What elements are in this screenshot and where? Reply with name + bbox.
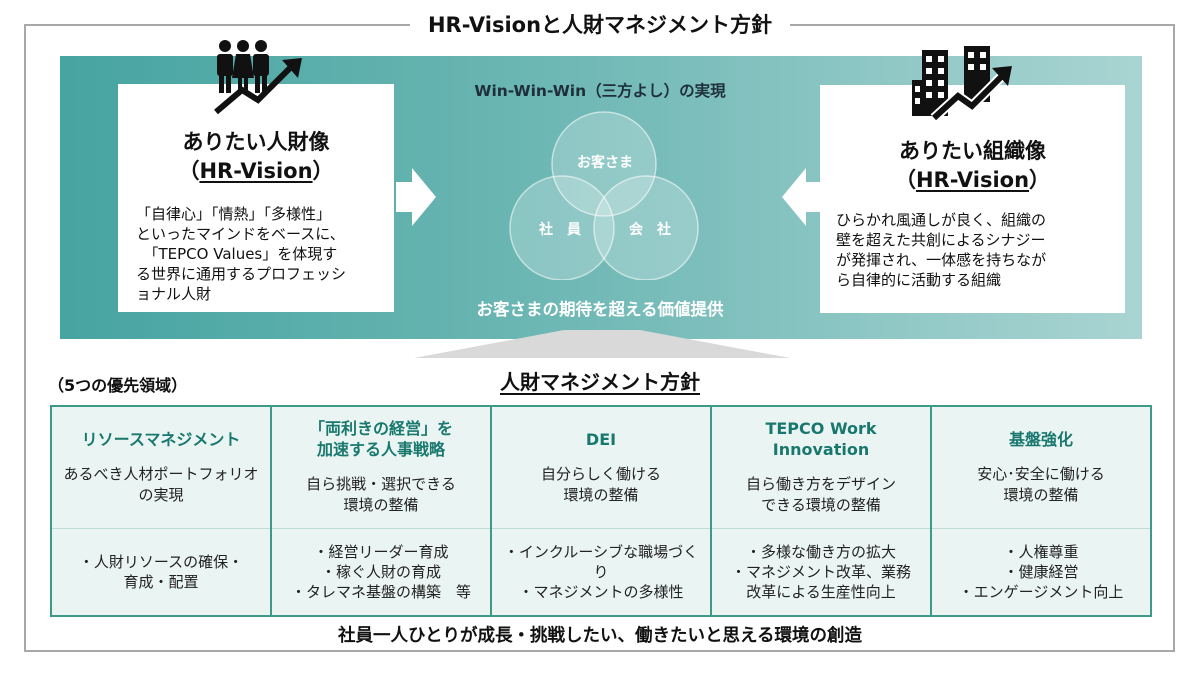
column-goal: 安心･安全に働ける 環境の整備 — [977, 464, 1105, 504]
page-title: HR-Visionと人財マネジメント方針 — [409, 10, 791, 40]
ideal-people-card: ありたい人財像 （HR-Vision） 「自律心」「情熱」「多様性」 といったマ… — [118, 84, 394, 312]
desc-line: ら自律的に活動する組織 — [836, 271, 1002, 289]
column-goal: 自分らしく働ける 環境の整備 — [540, 464, 661, 504]
footer-statement: 社員一人ひとりが成長・挑戦したい、働きたいと思える環境の創造 — [338, 626, 862, 646]
desc-line: が発揮され、一体感を持ちなが — [836, 251, 1047, 269]
column-goal: 自ら働き方をデザイン できる環境の整備 — [745, 475, 896, 515]
column-foundation: 基盤強化 安心･安全に働ける 環境の整備 — [930, 405, 1152, 529]
column-actions-text: ・人権尊重 ・健康経営 ・エンゲージメント向上 — [958, 542, 1124, 601]
ideal-organization-description: ひらかれ風通しが良く、組織の 壁を超えた共創によるシナジー が発揮され、一体感を… — [836, 210, 1121, 290]
ideal-people-subtitle: （HR-Vision） — [118, 157, 394, 186]
venn-label-company: 会 社 — [629, 221, 671, 238]
venn-label-customer: お客さま — [577, 154, 633, 171]
page-title-wrap: HR-Visionと人財マネジメント方針 — [0, 10, 1200, 40]
hr-vision-label: HR-Vision — [915, 168, 1030, 192]
ideal-organization-card: ありたい組織像 （HR-Vision） ひらかれ風通しが良く、組織の 壁を超えた… — [820, 85, 1125, 313]
arrow-right-icon — [396, 168, 436, 226]
ideal-organization-title: ありたい組織像 — [899, 139, 1046, 163]
people-growth-icon — [214, 40, 302, 115]
column-title: リソースマネジメント — [81, 429, 241, 449]
value-provision-text: お客さまの期待を超える価値提供 — [476, 300, 724, 319]
column-title: TEPCO Work Innovation — [765, 419, 877, 460]
column-actions: ・人財リソースの確保・ 育成・配置 — [50, 527, 272, 617]
venn-label-employee: 社 員 — [538, 221, 581, 238]
desc-line: ひらかれ風通しが良く、組織の — [836, 211, 1047, 229]
actions-row: ・人財リソースの確保・ 育成・配置 ・経営リーダー育成 ・稼ぐ人財の育成 ・タレ… — [50, 527, 1152, 617]
desc-line: 壁を超えた共創によるシナジー — [836, 231, 1046, 249]
venn-circle-company — [593, 175, 699, 280]
column-actions-text: ・多様な働き方の拡大 ・マネジメント改革、業務 改革による生産性向上 — [730, 542, 911, 601]
desc-line: 「TEPCO Values」を体現す — [136, 245, 338, 263]
paren-close: ） — [1029, 168, 1051, 192]
column-title: DEI — [585, 429, 617, 449]
ideal-organization-subtitle: （HR-Vision） — [820, 166, 1125, 195]
venn-diagram: お客さま 社 員 会 社 — [509, 111, 699, 280]
ideal-people-description: 「自律心」「情熱」「多様性」 といったマインドをベースに、 「TEPCO Val… — [136, 204, 386, 304]
column-work-innovation: TEPCO Work Innovation 自ら働き方をデザイン できる環境の整… — [710, 405, 932, 529]
column-title: 「両利きの経営」を 加速する人事戦略 — [308, 419, 453, 460]
paren-open: （ — [178, 159, 200, 183]
win-win-win-title: Win-Win-Win（三方よし）の実現 — [474, 82, 726, 100]
desc-line: ョナル人財 — [136, 285, 212, 303]
column-goal: あるべき人材ポートフォリオ の実現 — [63, 464, 259, 504]
connector-shape — [414, 330, 790, 358]
arrow-left-icon — [782, 168, 822, 226]
priority-areas-label: （5つの優先領域） — [48, 376, 188, 395]
policy-title: 人財マネジメント方針 — [500, 370, 700, 394]
column-actions: ・経営リーダー育成 ・稼ぐ人財の育成 ・タレマネ基盤の構築 等 — [270, 527, 492, 617]
paren-open: （ — [894, 168, 916, 192]
hr-vision-label: HR-Vision — [199, 159, 313, 183]
paren-close: ） — [312, 159, 334, 183]
column-resource-management: リソースマネジメント あるべき人材ポートフォリオ の実現 — [50, 405, 272, 529]
column-ambidextrous-strategy: 「両利きの経営」を 加速する人事戦略 自ら挑戦・選択できる 環境の整備 — [270, 405, 492, 529]
column-actions-text: ・人財リソースの確保・ 育成・配置 — [78, 552, 244, 591]
column-actions: ・多様な働き方の拡大 ・マネジメント改革、業務 改革による生産性向上 — [710, 527, 932, 617]
column-dei: DEI 自分らしく働ける 環境の整備 — [490, 405, 712, 529]
venn-circle-employee — [509, 175, 615, 280]
column-actions-text: ・経営リーダー育成 ・稼ぐ人財の育成 ・タレマネ基盤の構築 等 — [290, 542, 471, 601]
ideal-people-title: ありたい人財像 — [182, 130, 330, 154]
venn-circle-customer — [551, 111, 657, 217]
column-actions: ・人権尊重 ・健康経営 ・エンゲージメント向上 — [930, 527, 1152, 617]
goals-row: リソースマネジメント あるべき人材ポートフォリオ の実現 「両利きの経営」を 加… — [50, 405, 1152, 529]
desc-line: といったマインドをベースに、 — [136, 225, 345, 243]
desc-line: 「自律心」「情熱」「多様性」 — [136, 205, 332, 223]
buildings-growth-icon — [912, 46, 1012, 120]
column-goal: 自ら挑戦・選択できる 環境の整備 — [306, 475, 456, 515]
column-actions: ・インクルーシブな職場づくり ・マネジメントの多様性 — [490, 527, 712, 617]
desc-line: る世界に通用するプロフェッシ — [136, 265, 347, 283]
policy-title-wrap: 人財マネジメント方針 — [420, 366, 780, 395]
column-title: 基盤強化 — [1008, 429, 1073, 449]
column-actions-text: ・インクルーシブな職場づくり ・マネジメントの多様性 — [503, 542, 699, 601]
priority-areas-table: リソースマネジメント あるべき人材ポートフォリオ の実現 「両利きの経営」を 加… — [50, 405, 1152, 617]
